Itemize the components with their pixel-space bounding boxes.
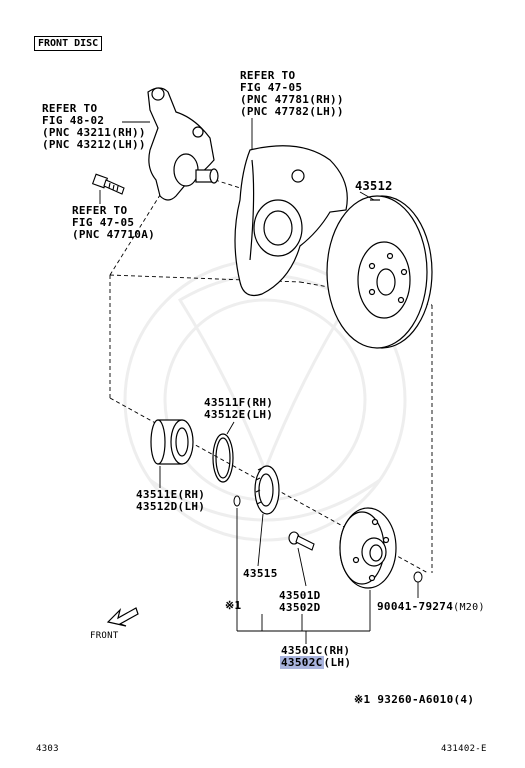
- sensor-rotor-part-number[interactable]: 43515: [243, 567, 278, 580]
- wheel-bearing: [150, 419, 194, 465]
- note-mark: ※1: [225, 599, 242, 612]
- snap-ring: [212, 433, 234, 483]
- page-number-right: 431402-E: [441, 744, 487, 754]
- hub-assy-lh-part-number[interactable]: 43502C(LH): [280, 656, 352, 669]
- front-label: FRONT: [90, 631, 119, 641]
- bearing-part-number[interactable]: 43511E(RH)43512D(LH): [136, 488, 206, 513]
- section-label: FRONT DISC: [34, 36, 103, 51]
- note-line: ※1 93260-A6010(4): [354, 693, 475, 706]
- disc-rotor: [326, 195, 433, 349]
- snap-ring-part-number[interactable]: 43511F(RH)43512E(LH): [204, 396, 274, 421]
- nut-part-number[interactable]: 90041-79274(M20): [377, 600, 485, 614]
- washer: [233, 495, 241, 507]
- rotor-part-number[interactable]: 43512: [355, 179, 393, 193]
- dust-cover: [234, 145, 348, 297]
- leader-lines: [99, 118, 419, 644]
- page-number-left: 4303: [36, 744, 59, 754]
- nut-size: (M20): [453, 602, 485, 613]
- front-arrow: [106, 607, 139, 627]
- hub-assy-rh-part-number[interactable]: 43501C(RH): [281, 644, 351, 657]
- sensor-rotor: [254, 465, 280, 515]
- steering-knuckle: [147, 87, 219, 201]
- axle-hub: [339, 507, 397, 589]
- hub-bolt: [288, 531, 315, 551]
- knuckle-bolt: [91, 173, 125, 195]
- hub-nut: [413, 571, 423, 583]
- highlighted-part[interactable]: 43502C: [280, 656, 324, 669]
